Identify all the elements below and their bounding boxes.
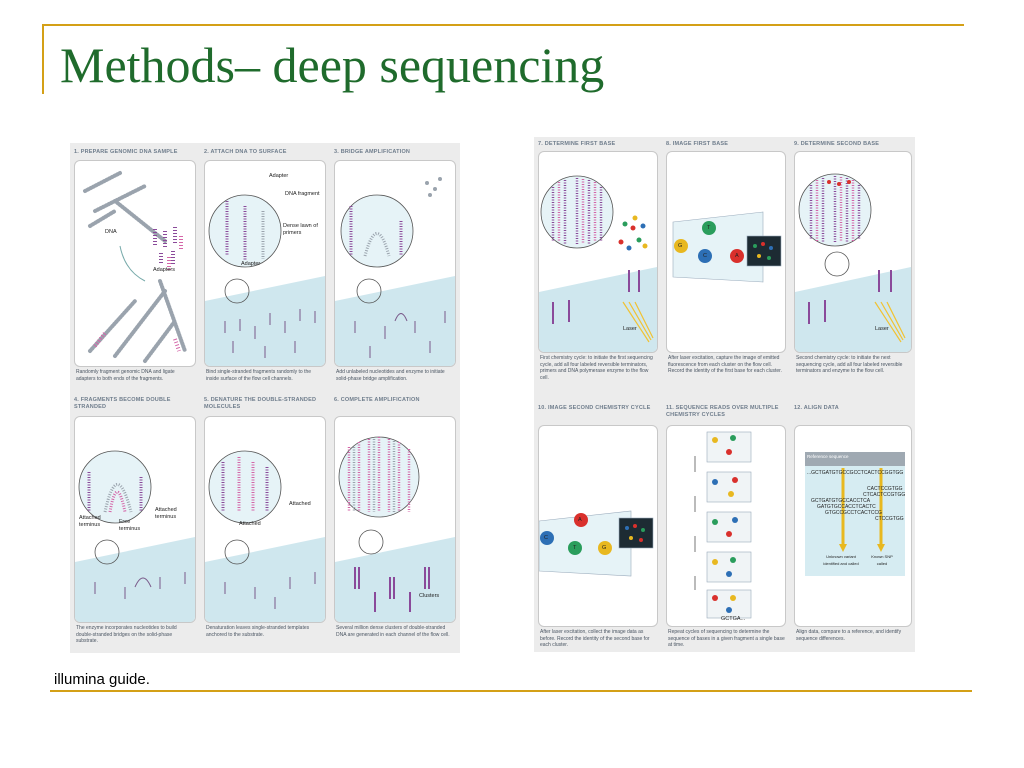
top-accent-rule xyxy=(42,24,964,26)
panel-4-label-free: Free terminus xyxy=(119,519,141,532)
panel-6-title: 6. COMPLETE AMPLIFICATION xyxy=(334,397,420,403)
panel-10-illustration xyxy=(539,510,654,577)
panel-7-label-laser: Laser xyxy=(623,326,637,332)
panel-12-unknown-variant: Unknown variant identified and called xyxy=(823,554,859,566)
panel-10-desc: After laser excitation, collect the imag… xyxy=(540,629,650,648)
panel-12-title: 12. ALIGN DATA xyxy=(794,405,839,411)
panel-11-box: GCTGA... xyxy=(666,425,786,627)
panel-4-illustration xyxy=(75,450,195,622)
panel-3-title: 3. BRIDGE AMPLIFICATION xyxy=(334,149,411,155)
panel-8-title: 8. IMAGE FIRST BASE xyxy=(666,141,729,147)
panel-5-illustration xyxy=(205,450,325,622)
panel-2-label-adapter-top: Adapter xyxy=(269,173,289,179)
panel-12-desc: Align data, compare to a reference, and … xyxy=(796,629,902,642)
panel-6-illustration xyxy=(335,436,455,622)
panel-1-title: 1. PREPARE GENOMIC DNA SAMPLE xyxy=(74,149,178,155)
panel-7-desc: First chemistry cycle: to initiate the f… xyxy=(540,355,653,381)
panel-4-label-attached-left: Attached terminus xyxy=(79,515,101,528)
panel-4-desc: The enzyme incorporates nucleotides to b… xyxy=(76,625,177,644)
panel-12-illustration xyxy=(805,452,905,576)
panel-5-box: Attached Attached xyxy=(204,416,326,623)
panel-8-base-c: C xyxy=(703,253,707,259)
panel-2-illustration xyxy=(205,194,325,366)
panel-1-label-adapters: Adapters xyxy=(153,267,176,273)
bottom-accent-rule xyxy=(50,690,972,692)
panel-7-title: 7. DETERMINE FIRST BASE xyxy=(538,141,616,147)
panel-5-desc: Denaturation leaves single-stranded temp… xyxy=(206,625,310,638)
panel-12-known-snp: Known SNP called xyxy=(871,554,893,566)
panel-2-label-adapter-bottom: Adapter xyxy=(241,261,261,267)
panel-1-desc: Randomly fragment genomic DNA and ligate… xyxy=(76,369,175,382)
panel-4-title: 4. FRAGMENTS BECOME DOUBLE STRANDED xyxy=(74,397,171,410)
panel-11-title: 11. SEQUENCE READS OVER MULTIPLE CHEMIST… xyxy=(666,405,779,418)
panel-2-label-primer-lawn: Dense lawn of primers xyxy=(283,223,318,236)
panel-10-base-c: C xyxy=(544,535,548,541)
panel-8-base-g: G xyxy=(678,243,683,249)
figure-caption: illumina guide. xyxy=(54,671,150,688)
panel-5-title: 5. DENATURE THE DOUBLE-STRANDED MOLECULE… xyxy=(204,397,317,410)
panel-12-read-1: CACTCCGTGG xyxy=(867,486,903,492)
panel-12-read-6: CTCCGTGG xyxy=(875,516,904,522)
panel-12-reference-label: Reference sequence xyxy=(807,454,849,459)
illumina-figure-right: 7. DETERMINE FIRST BASE xyxy=(534,137,915,652)
panel-8-base-t: T xyxy=(707,225,711,231)
panel-1-label-dna: DNA xyxy=(105,229,117,235)
illumina-figure-left: 1. PREPARE GENOMIC DNA SAMPLE DNA Adapte… xyxy=(70,143,460,653)
panel-10-base-t: T xyxy=(573,545,577,551)
panel-6-label-clusters: Clusters xyxy=(419,593,440,599)
panel-1-box: DNA Adapters xyxy=(74,160,196,367)
panel-1-illustration xyxy=(83,171,187,363)
panel-12-reference-seq: ...GCTGATGTGCCGCCTCACTCCGGTGG xyxy=(807,470,904,476)
panel-4-box: Attached terminus Free terminus Attached… xyxy=(74,416,196,623)
panel-2-desc: Bind single-stranded fragments randomly … xyxy=(206,369,312,382)
panel-9-box: Laser xyxy=(794,151,912,353)
panel-11-illustration xyxy=(694,431,752,619)
panel-7-illustration xyxy=(539,175,657,352)
panel-9-label-laser: Laser xyxy=(875,326,889,332)
panel-9-desc: Second chemistry cycle: to initiate the … xyxy=(796,355,903,374)
panel-11-desc: Repeat cycles of sequencing to determine… xyxy=(668,629,785,648)
panel-10-base-a: A xyxy=(578,517,582,523)
panel-8-box: G T C A xyxy=(666,151,786,353)
panel-7-box: Laser xyxy=(538,151,658,353)
panel-3-desc: Add unlabeled nucleotides and enzyme to … xyxy=(336,369,445,382)
panel-11-read: GCTGA... xyxy=(721,616,746,622)
panel-2-label-dna-fragment: DNA fragment xyxy=(285,191,320,197)
panel-8-base-a: A xyxy=(735,253,739,259)
panel-12-read-4: GATGTGCCACCTCACTC xyxy=(817,504,876,510)
panel-9-title: 9. DETERMINE SECOND BASE xyxy=(794,141,880,147)
panel-4-label-attached-right: Attached terminus xyxy=(155,507,177,520)
panel-6-box: Clusters xyxy=(334,416,456,623)
panel-12-box: Reference sequence ...GCTGATGTGCCGCCTCAC… xyxy=(794,425,912,627)
panel-8-desc: After laser excitation, capture the imag… xyxy=(668,355,782,374)
panel-10-base-g: G xyxy=(602,545,607,551)
panel-10-box: C A T G xyxy=(538,425,658,627)
panel-3-illustration xyxy=(335,177,455,366)
panel-12-read-3: GCTGATGTGCCACCTCA xyxy=(811,498,871,504)
panel-2-title: 2. ATTACH DNA TO SURFACE xyxy=(204,149,287,155)
panel-5-label-attached-right: Attached xyxy=(289,501,311,507)
left-accent-rule xyxy=(42,24,44,94)
panel-12-read-5: GTGCCGCCTCACTCCG xyxy=(825,510,882,516)
panel-3-box xyxy=(334,160,456,367)
panel-6-desc: Several million dense clusters of double… xyxy=(336,625,450,638)
panel-10-title: 10. IMAGE SECOND CHEMISTRY CYCLE xyxy=(538,405,651,411)
panel-8-illustration xyxy=(672,211,782,283)
panel-5-label-attached-left: Attached xyxy=(239,521,261,527)
slide-title: Methods– deep sequencing xyxy=(60,37,605,93)
panel-9-illustration xyxy=(795,173,911,352)
panel-12-read-2: CTCACTCCGTGG xyxy=(863,492,906,498)
panel-2-box: Adapter DNA fragment Dense lawn of prime… xyxy=(204,160,326,367)
